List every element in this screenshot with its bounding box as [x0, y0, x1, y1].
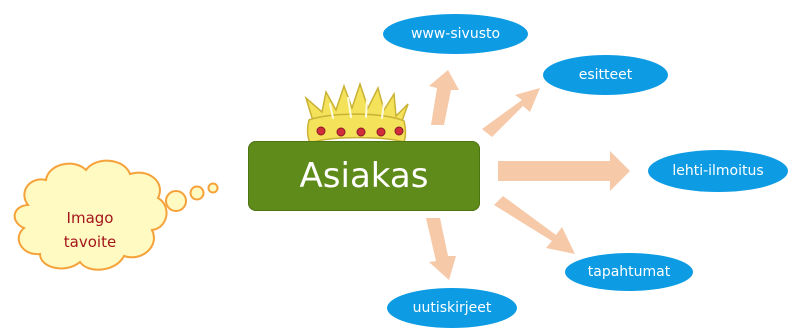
arrow-to-esitteet [482, 88, 540, 137]
thought-cloud-icon [13, 159, 219, 271]
node-tapahtumat: tapahtumat [565, 253, 693, 291]
arrow-to-tapahtumat [494, 196, 575, 254]
node-tapahtumat-label: tapahtumat [587, 264, 671, 280]
arrow-to-uutiskirjeet [426, 218, 456, 280]
thought-cloud-text: Imago tavoite [20, 190, 160, 270]
crown-icon [304, 81, 409, 144]
node-www-sivusto-label: www-sivusto [410, 26, 501, 42]
node-lehti-ilmoitus-label: lehti-ilmoitus [672, 163, 764, 179]
thought-line-2: tavoite [63, 233, 117, 251]
node-lehti-ilmoitus: lehti-ilmoitus [648, 150, 788, 192]
node-esitteet-label: esitteet [578, 67, 633, 83]
node-esitteet: esitteet [543, 55, 668, 95]
node-uutiskirjeet-label: uutiskirjeet [412, 300, 492, 316]
arrow-to-lehti-ilmoitus [498, 151, 630, 191]
node-www-sivusto: www-sivusto [383, 14, 528, 54]
center-node-asiakas: Asiakas [248, 141, 480, 211]
thought-line-1: Imago [66, 209, 114, 227]
center-node-label: Asiakas [299, 156, 429, 196]
arrow-to-www-sivusto [429, 70, 459, 125]
node-uutiskirjeet: uutiskirjeet [387, 288, 517, 328]
